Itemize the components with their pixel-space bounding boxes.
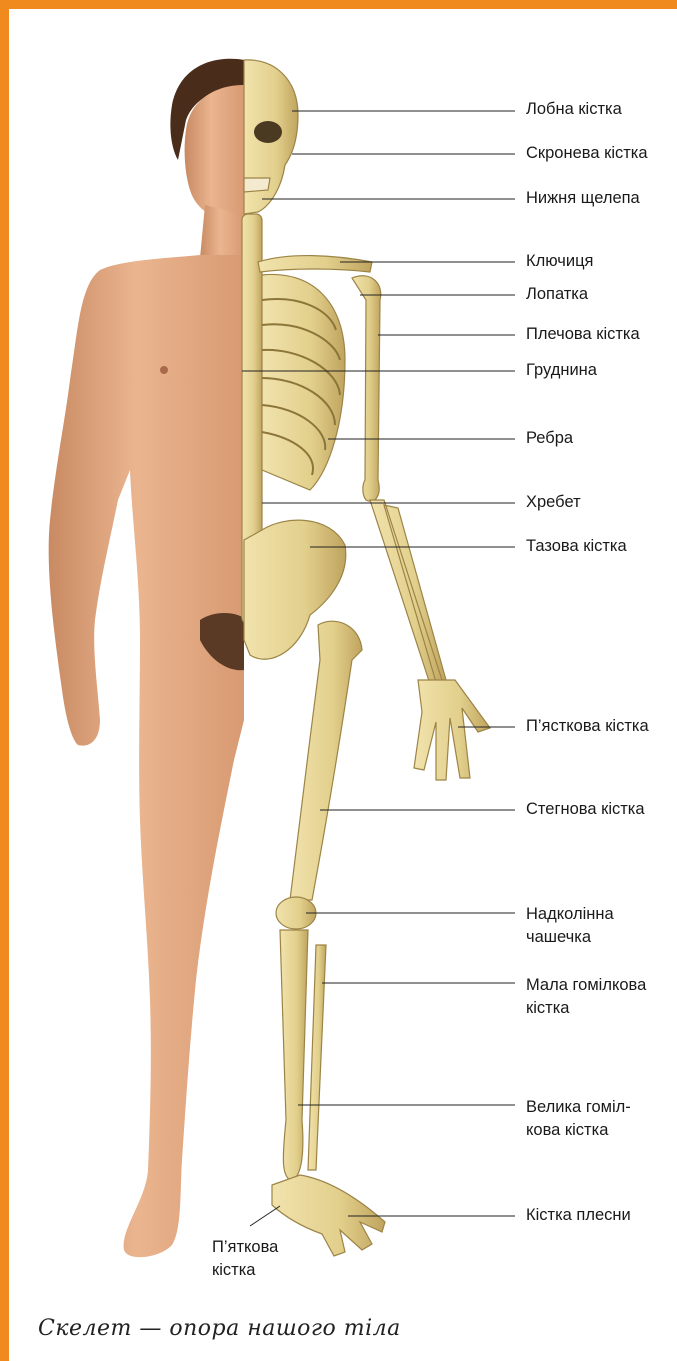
label-metacarpal: П’ясткова кістка	[526, 715, 649, 738]
leader-calcaneus	[250, 1206, 280, 1226]
fibula-bone	[308, 945, 326, 1170]
label-femur: Стегнова кістка	[526, 798, 645, 821]
skeleton-half	[242, 60, 490, 1256]
rib-cage	[262, 274, 345, 490]
label-patella: Надколінна чашечка	[526, 903, 614, 949]
label-fibula: Мала гомілкова кістка	[526, 974, 646, 1020]
label-scapula: Лопатка	[526, 283, 588, 306]
label-mandible: Нижня щелепа	[526, 187, 640, 210]
human-half	[49, 59, 244, 1257]
label-metatarsal: Кістка плесни	[526, 1204, 631, 1227]
label-temporal-bone: Скронева кістка	[526, 142, 648, 165]
label-calcaneus-line2: кістка	[212, 1259, 302, 1282]
figure-caption: Скелет — опора нашого тіла	[38, 1316, 401, 1341]
teeth	[244, 178, 270, 192]
label-fibula-line2: кістка	[526, 997, 646, 1020]
eye-socket	[254, 121, 282, 143]
label-patella-line1: Надколінна	[526, 903, 614, 926]
hand-bones	[414, 680, 490, 780]
label-frontal-bone: Лобна кістка	[526, 98, 622, 121]
label-tibia-line2: кова кістка	[526, 1119, 631, 1142]
label-pelvis: Тазова кістка	[526, 535, 627, 558]
label-spine: Хребет	[526, 491, 581, 514]
human-body	[49, 255, 244, 1257]
label-patella-line2: чашечка	[526, 926, 614, 949]
humerus-bone	[352, 276, 381, 502]
femur-bone	[290, 621, 362, 900]
label-ribs: Ребра	[526, 427, 573, 450]
tibia-bone	[280, 930, 308, 1180]
clavicle-bone	[258, 256, 372, 272]
label-fibula-line1: Мала гомілкова	[526, 974, 646, 997]
label-sternum: Груднина	[526, 359, 597, 382]
label-humerus: Плечова кістка	[526, 323, 640, 346]
forearm-bones	[370, 500, 446, 684]
label-clavicle: Ключиця	[526, 250, 593, 273]
nipple-mark	[160, 366, 168, 374]
label-calcaneus: П’яткова кістка	[212, 1236, 302, 1282]
label-tibia: Велика гоміл- кова кістка	[526, 1096, 631, 1142]
label-tibia-line1: Велика гоміл-	[526, 1096, 631, 1119]
label-calcaneus-line1: П’яткова	[212, 1236, 302, 1259]
